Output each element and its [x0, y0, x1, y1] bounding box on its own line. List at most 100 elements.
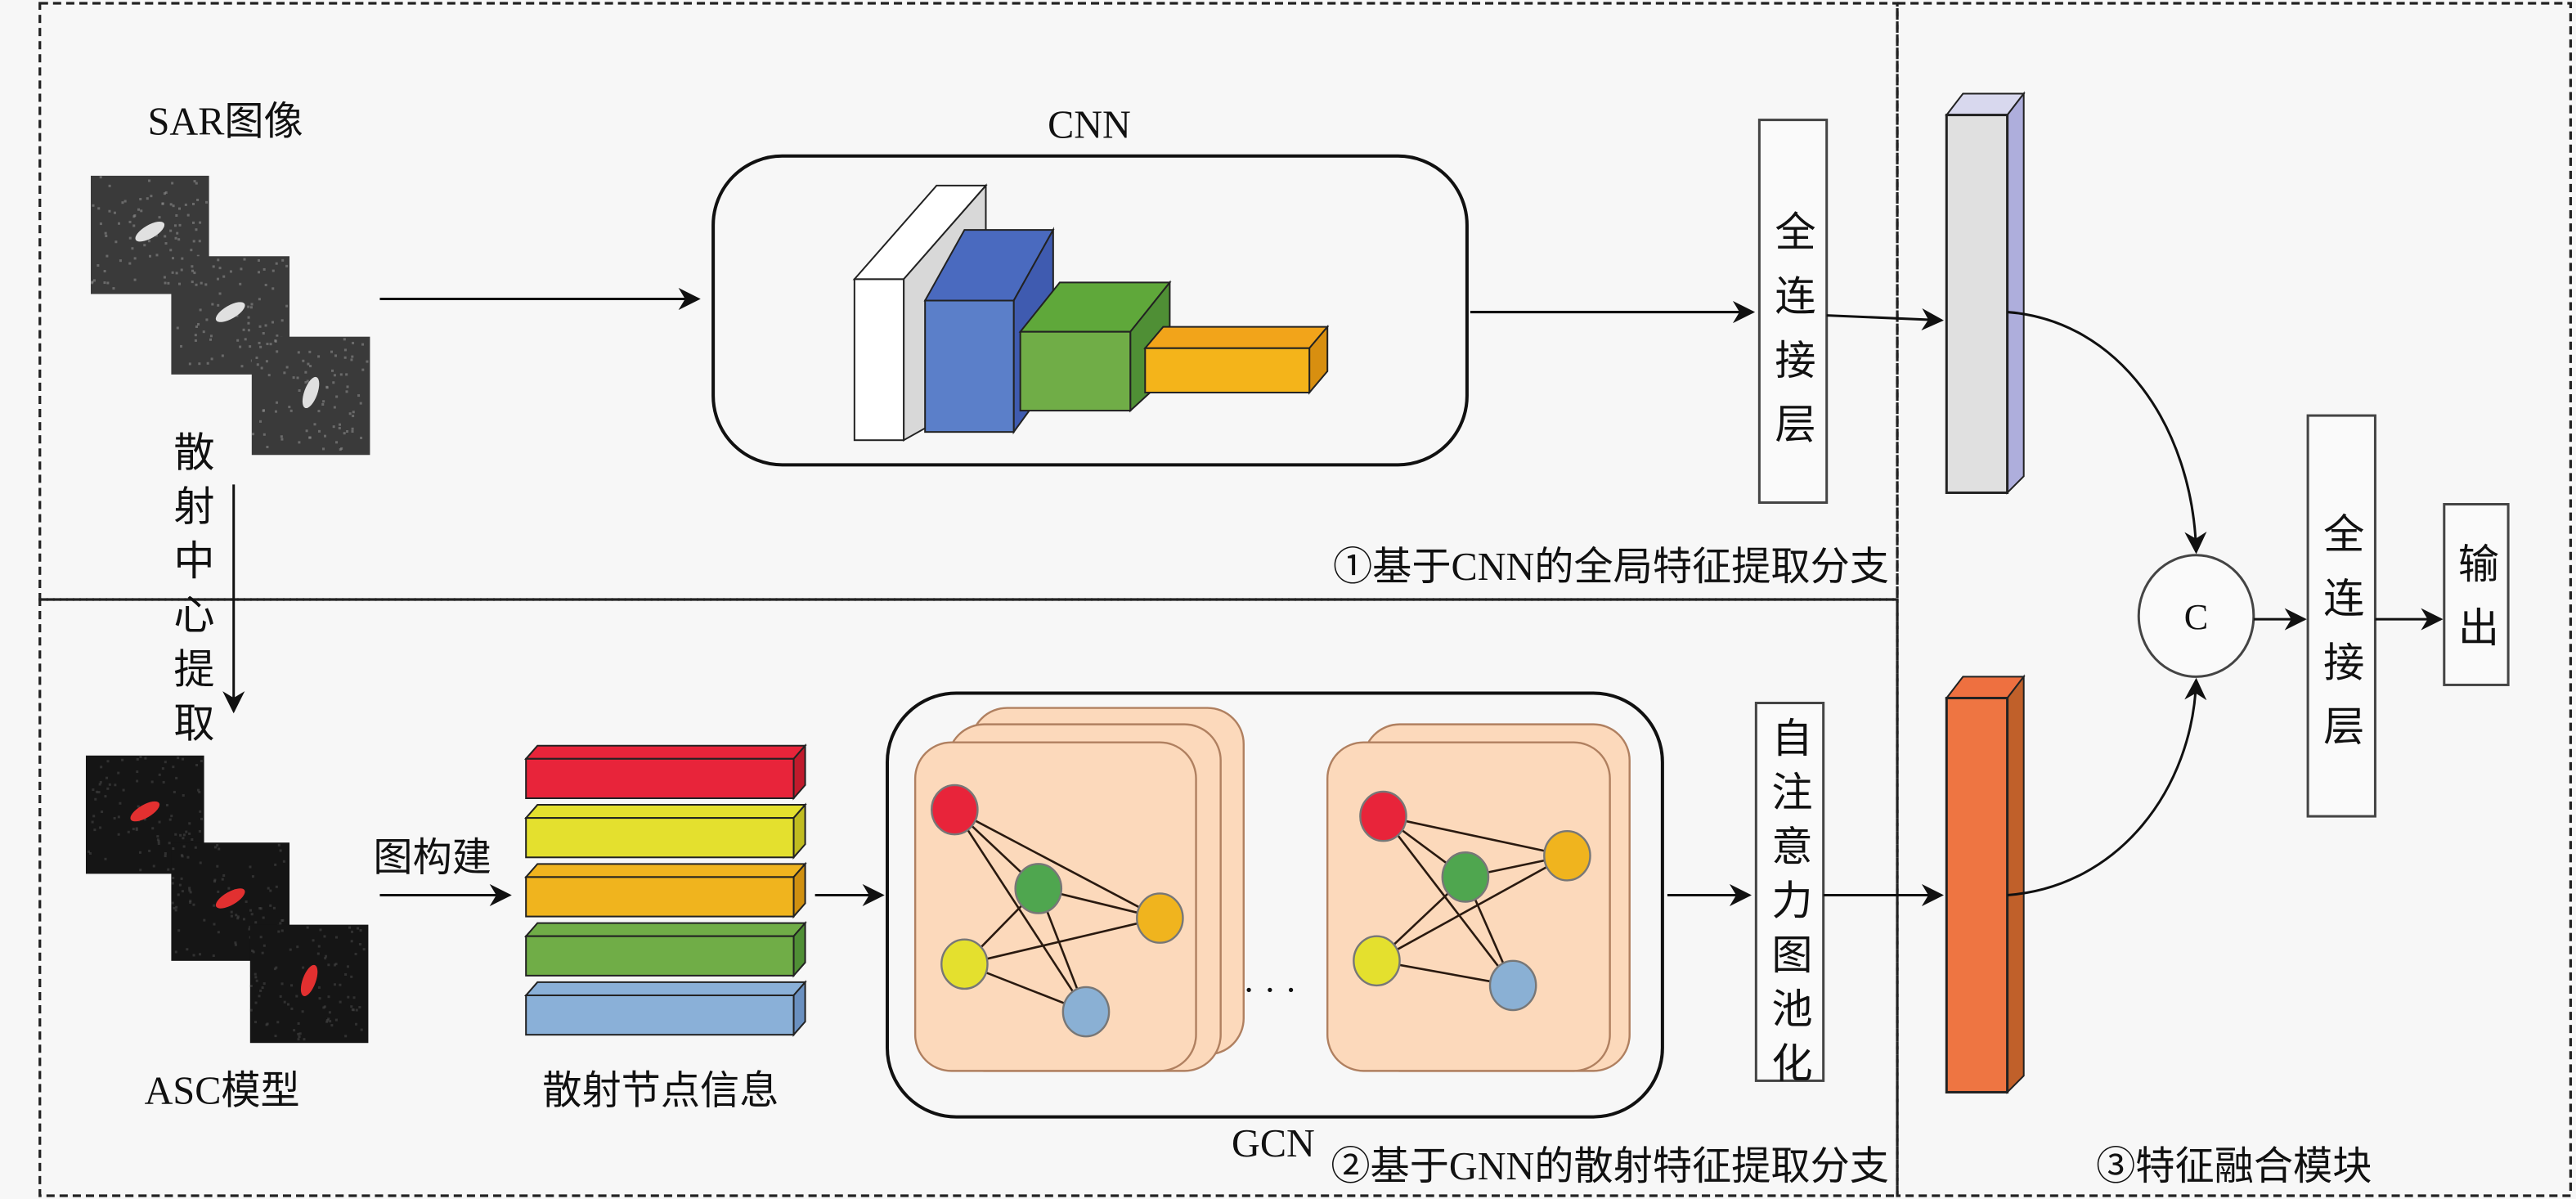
fusion-region — [1896, 2, 2573, 1197]
noise-speck — [92, 788, 95, 792]
noise-speck — [298, 441, 301, 444]
noise-speck — [171, 271, 174, 274]
bar-front — [525, 757, 795, 799]
noise-speck — [339, 983, 342, 986]
bar-top — [523, 744, 807, 760]
noise-speck — [267, 374, 271, 377]
graph-card — [913, 741, 1197, 1072]
bar-front — [525, 935, 795, 977]
noise-speck — [357, 394, 361, 397]
noise-speck — [117, 833, 120, 836]
noise-speck — [325, 954, 328, 958]
noise-speck — [289, 409, 293, 412]
noise-speck — [121, 201, 124, 204]
noise-speck — [169, 249, 173, 252]
noise-speck — [99, 780, 102, 784]
target-signature — [130, 801, 160, 822]
noise-speck — [229, 270, 232, 273]
noise-speck — [236, 915, 240, 918]
noise-speck — [317, 945, 321, 948]
noise-speck — [191, 269, 195, 272]
noise-speck — [304, 370, 307, 374]
noise-speck — [164, 281, 167, 285]
noise-speck — [305, 429, 308, 433]
noise-speck — [276, 1021, 280, 1024]
noise-speck — [249, 865, 252, 869]
asc-images — [85, 755, 369, 1044]
noise-speck — [186, 213, 190, 217]
noise-speck — [192, 903, 195, 906]
noise-speck — [324, 957, 327, 960]
noise-speck — [169, 203, 173, 206]
noise-speck — [327, 1017, 330, 1021]
noise-speck — [179, 344, 183, 348]
noise-speck — [260, 366, 263, 370]
noise-speck — [244, 338, 247, 341]
noise-speck — [259, 936, 263, 939]
noise-speck — [317, 355, 321, 358]
noise-speck — [283, 371, 286, 375]
noise-speck — [295, 995, 298, 998]
noise-speck — [277, 930, 280, 933]
noise-speck — [112, 287, 115, 290]
noise-speck — [334, 1018, 338, 1022]
noise-speck — [218, 847, 221, 851]
noise-speck — [177, 929, 181, 932]
noise-speck — [306, 379, 309, 383]
noise-speck — [338, 426, 341, 430]
noise-speck — [262, 409, 265, 412]
noise-speck — [133, 278, 137, 281]
noise-speck — [162, 780, 165, 784]
noise-speck — [96, 264, 100, 267]
target-signature — [302, 376, 320, 409]
asc-image — [249, 924, 369, 1044]
noise-speck — [269, 889, 272, 892]
noise-speck — [170, 815, 173, 818]
noise-speck — [98, 783, 101, 786]
noise-speck — [92, 815, 96, 818]
noise-speck — [339, 448, 342, 451]
noise-speck — [200, 281, 203, 285]
noise-speck — [346, 385, 349, 388]
noise-speck — [279, 922, 282, 925]
noise-speck — [247, 316, 250, 319]
noise-speck — [158, 773, 161, 776]
noise-speck — [348, 926, 352, 929]
noise-speck — [346, 965, 349, 968]
pool-box — [1754, 702, 1825, 1082]
noise-speck — [344, 1035, 348, 1038]
concat-node — [2137, 554, 2255, 678]
noise-speck — [87, 850, 91, 853]
noise-speck — [327, 995, 330, 999]
noise-speck — [254, 972, 257, 976]
noise-speck — [272, 269, 275, 272]
noise-speck — [114, 240, 118, 244]
noise-speck — [236, 314, 239, 317]
noise-speck — [334, 963, 338, 966]
target-signature — [215, 302, 245, 322]
noise-speck — [158, 820, 161, 824]
noise-speck — [175, 905, 178, 909]
noise-speck — [230, 910, 233, 914]
noise-speck — [191, 838, 194, 842]
noise-speck — [178, 207, 182, 210]
noise-speck — [218, 292, 222, 295]
noise-speck — [277, 843, 280, 846]
noise-speck — [218, 267, 222, 270]
noise-speck — [262, 332, 265, 335]
noise-speck — [212, 265, 215, 268]
noise-speck — [171, 182, 174, 185]
noise-speck — [271, 321, 275, 324]
noise-speck — [255, 356, 258, 359]
noise-speck — [205, 318, 209, 321]
noise-speck — [358, 942, 361, 946]
noise-speck — [209, 338, 212, 341]
target-signature — [135, 221, 165, 242]
noise-speck — [199, 221, 202, 224]
noise-speck — [150, 780, 154, 784]
noise-speck — [104, 795, 107, 798]
bar-top — [523, 981, 807, 996]
noise-speck — [171, 901, 174, 905]
noise-speck — [195, 325, 198, 329]
noise-speck — [298, 1035, 301, 1039]
